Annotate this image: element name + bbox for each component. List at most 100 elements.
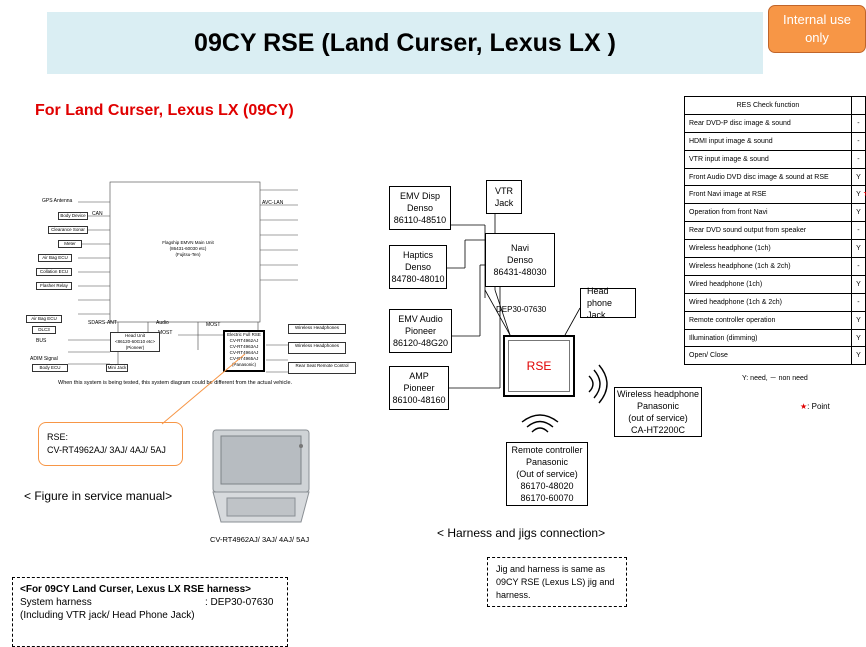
row-function: Wired headphone (1ch) [684, 274, 852, 294]
table-legend: Y: need, － non need [742, 375, 808, 382]
wireless-headphone-box: Wireless headphone Panasonic (out of ser… [614, 387, 702, 437]
note-line3: (Including VTR jack/ Head Phone Jack) [20, 610, 195, 621]
row-value: - [850, 292, 866, 312]
row-value: Y [850, 239, 866, 259]
row-function: Open/ Close [684, 346, 852, 366]
mini-jack-box: Mini Jack [106, 364, 128, 372]
bus-label-can: CAN [92, 211, 103, 217]
row-value: Y [850, 203, 866, 223]
right-label-0: Wireless Headphones [288, 324, 346, 334]
left-label-1: Body Device [58, 212, 88, 220]
table-header: RES Check function [684, 96, 852, 115]
row-function: Rear DVD sound output from speaker [684, 221, 852, 241]
table-row: Wired headphone (1ch & 2ch)- [684, 292, 866, 312]
emv-audio-box: EMV Audio Pioneer 86120-48G20 [389, 309, 452, 353]
service-manual-diagram: Flagship EMVN Main Unit (86431-60030 etc… [18, 160, 373, 386]
table-row: HDMI input image & sound- [684, 131, 866, 151]
jig-note-box: Jig and harness is same as 09CY RSE (Lex… [487, 557, 627, 607]
vtr-jack-box: VTR Jack [486, 180, 522, 214]
row-value: - [850, 257, 866, 276]
table-row: VTR input image & sound- [684, 149, 866, 169]
right-label-2: Rear Seat Remote Control [288, 362, 356, 374]
row-value: - [850, 131, 866, 151]
row-value: - [850, 149, 866, 169]
table-row: Wired headphone (1ch)Y [684, 274, 866, 294]
left-label-0: GPS Antenna [42, 198, 73, 204]
left-label-9: BUS [36, 338, 47, 344]
left-label-2: Clearance Sonar [48, 226, 88, 234]
table-row: Rear DVD-P disc image & sound- [684, 113, 866, 133]
internal-use-badge: Internal use only [768, 5, 866, 53]
check-function-table: RES Check function Rear DVD-P disc image… [684, 96, 866, 366]
callout-line2: CV-RT4962AJ/ 3AJ/ 4AJ/ 5AJ [47, 445, 166, 455]
row-function: Rear DVD-P disc image & sound [684, 113, 852, 133]
note-line2-label: System harness [20, 597, 92, 608]
point-legend: ★: Point [800, 402, 830, 411]
navi-box: Navi Denso 86431-48030 [485, 233, 555, 287]
row-function: VTR input image & sound [684, 149, 852, 169]
row-value: - [850, 221, 866, 241]
rse-callout: RSE: CV-RT4962AJ/ 3AJ/ 4AJ/ 5AJ [38, 422, 183, 466]
bus-label-avc: AVC-LAN [262, 200, 284, 206]
bus-label-sdars: SDARS-ANT [88, 320, 117, 326]
note-line1: <For 09CY Land Curser, Lexus LX RSE harn… [20, 584, 252, 595]
callout-line1: RSE: [47, 432, 69, 442]
harness-note-box: <For 09CY Land Curser, Lexus LX RSE harn… [12, 577, 288, 647]
left-label-8: DLC3 [32, 326, 56, 334]
callout-pointer [161, 353, 246, 425]
table-row: Front Audio DVD disc image & sound at RS… [684, 167, 866, 187]
badge-text: Internal use only [783, 12, 851, 45]
table-header-row: RES Check function [684, 96, 866, 115]
remote-signal-icon [521, 414, 559, 433]
bus-label-audio: Audio [156, 320, 169, 326]
row-value: Y★ [850, 185, 866, 205]
manual-rse-box: Electric Full RSE CV-RT4962AJ CV-RT4963A… [223, 330, 265, 372]
row-function: Operation from front Navi [684, 203, 852, 223]
manual-caption: < Figure in service manual> [24, 489, 173, 503]
row-function: HDMI input image & sound [684, 131, 852, 151]
left-label-5: Collation ECU [36, 268, 72, 276]
row-value: Y [850, 167, 866, 187]
table-row: Rear DVD sound output from speaker- [684, 221, 866, 241]
row-function: Remote controller operation [684, 310, 852, 330]
row-value: Y [850, 310, 866, 330]
point-legend-text: : Point [807, 402, 830, 411]
rse-label: RSE [526, 359, 552, 373]
right-label-1: Wireless Headphones [288, 342, 346, 354]
left-label-11: Body ECU [32, 364, 68, 372]
table-row: Illumination (dimming)Y [684, 328, 866, 348]
haptics-box: Haptics Denso 84780-48010 [389, 245, 447, 289]
subtitle: For Land Curser, Lexus LX (09CY) [35, 102, 294, 119]
legend-star-icon: ★ [800, 402, 808, 411]
row-function: Front Navi image at RSE [684, 185, 852, 205]
row-function: Front Audio DVD disc image & sound at RS… [684, 167, 852, 187]
rse-box: RSE [503, 335, 575, 397]
row-function: Wired headphone (1ch & 2ch) [684, 292, 852, 312]
emv-disp-box: EMV Disp Denso 86110-48510 [389, 186, 451, 230]
row-function: Wireless headphone (1ch) [684, 239, 852, 259]
bus-label-most1: MOST [158, 330, 173, 336]
manual-note: When this system is being tested, this s… [58, 380, 293, 386]
wireless-signal-icon [588, 364, 608, 404]
photo-caption: CV-RT4962AJ/ 3AJ/ 4AJ/ 5AJ [210, 535, 310, 544]
row-function: Illumination (dimming) [684, 328, 852, 348]
left-label-4: Air Bag ECU [38, 254, 72, 262]
headphone-jack-box: Head phone Jack [580, 286, 636, 320]
row-value: - [850, 113, 866, 133]
table-row: Wireless headphone (1ch)Y [684, 239, 866, 259]
row-value: Y [850, 274, 866, 294]
main-unit-box: Flagship EMVN Main Unit (86431-60030 etc… [133, 240, 243, 262]
left-label-10: ADIM Signal [30, 356, 58, 362]
row-value-text: Y [856, 191, 861, 199]
dep-harness-label: DEP30-07630 [496, 305, 547, 314]
head-unit-box: Head Unit <86120-60G10 etc> (Pioneer) [110, 332, 160, 352]
left-label-3: Meter [58, 240, 82, 248]
point-star-icon: ★ [863, 188, 866, 199]
harness-caption: < Harness and jigs connection> [437, 526, 606, 540]
note-line2: System harness : DEP30-07630 [20, 596, 280, 609]
amp-box: AMP Pioneer 86100-48160 [389, 366, 449, 410]
table-row: Wireless headphone (1ch & 2ch)- [684, 257, 866, 276]
